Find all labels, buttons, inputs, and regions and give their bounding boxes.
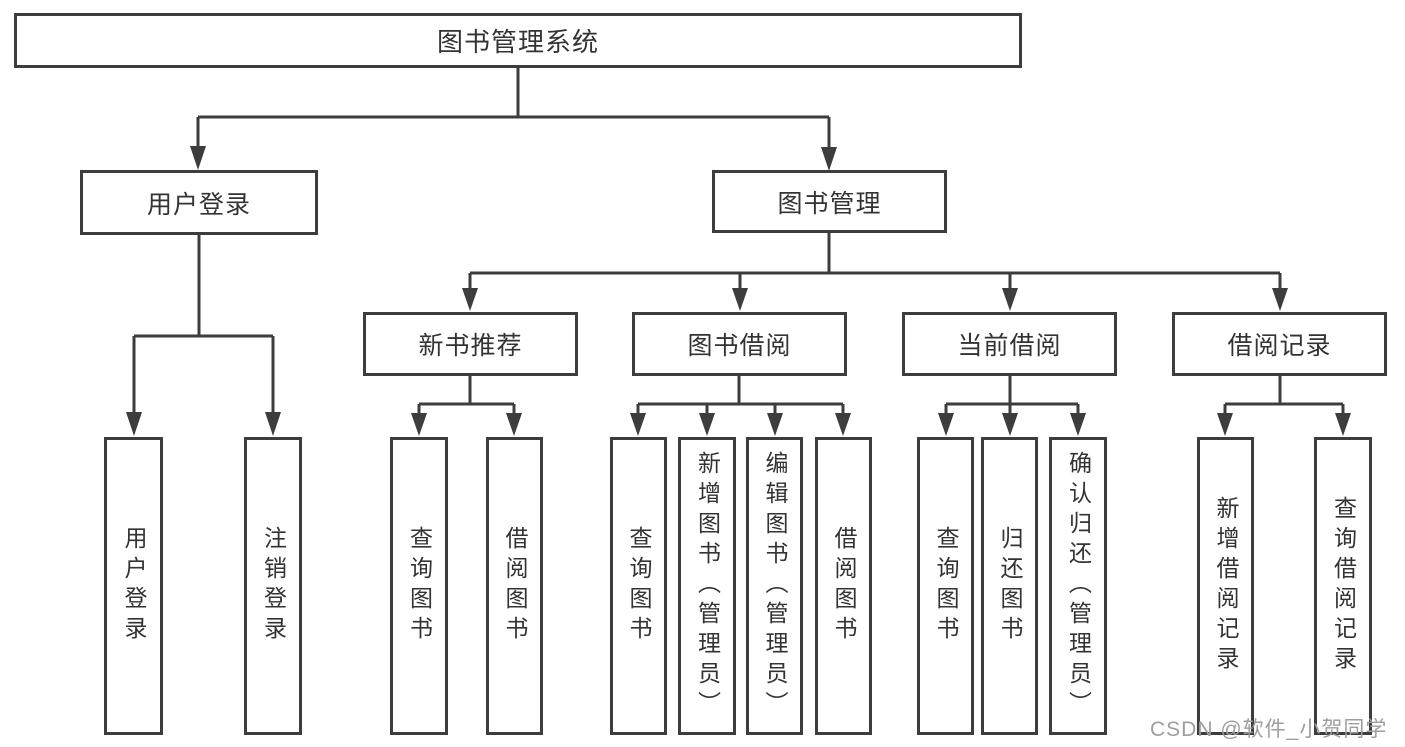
node-label: 新增借阅记录	[1213, 496, 1239, 676]
node-label: 新书推荐	[418, 332, 523, 360]
node-label: 编辑图书（管理员）	[762, 451, 788, 721]
node-label: 图书管理	[777, 189, 882, 218]
node-user-login: 用户登录	[80, 170, 318, 235]
node-root-library-management-system: 图书管理系统	[14, 13, 1022, 68]
node-label: 查询图书	[406, 526, 433, 646]
node-label: 查询图书	[626, 526, 652, 646]
connector-book-management-to-level3	[462, 233, 1288, 311]
node-label: 借阅记录	[1227, 332, 1332, 360]
node-label: 借阅图书	[831, 526, 857, 646]
connector-new-book-recommend-branch	[411, 376, 522, 436]
leaf-add-books-admin: 新增图书（管理员）	[678, 437, 736, 735]
leaf-borrow-books-recommend: 借阅图书	[486, 437, 543, 735]
node-label: 查询图书	[933, 526, 959, 646]
leaf-return-books: 归还图书	[981, 437, 1038, 735]
node-label: 用户登录	[121, 526, 147, 646]
node-label: 新增图书（管理员）	[694, 451, 721, 721]
node-book-borrow: 图书借阅	[632, 312, 847, 376]
leaf-confirm-return-admin: 确认归还（管理员）	[1049, 437, 1107, 735]
leaf-user-login: 用户登录	[104, 437, 163, 735]
leaf-query-books-recommend: 查询图书	[390, 437, 448, 735]
leaf-query-books-borrow: 查询图书	[610, 437, 667, 735]
node-book-management: 图书管理	[712, 170, 947, 233]
node-borrow-records: 借阅记录	[1172, 312, 1387, 376]
node-label: 确认归还（管理员）	[1065, 451, 1092, 721]
leaf-query-borrow-record: 查询借阅记录	[1314, 437, 1372, 735]
node-label: 用户登录	[146, 190, 251, 219]
node-label: 归还图书	[997, 526, 1023, 646]
connector-current-borrow-branch	[938, 376, 1086, 436]
connector-borrow-records-branch	[1217, 376, 1351, 436]
leaf-query-books-current: 查询图书	[917, 437, 974, 735]
leaf-borrow-books: 借阅图书	[815, 437, 872, 735]
connector-book-borrow-branch	[630, 376, 851, 436]
node-label: 查询借阅记录	[1330, 496, 1357, 676]
node-label: 借阅图书	[502, 526, 528, 646]
node-label: 注销登录	[260, 526, 287, 646]
leaf-logout: 注销登录	[244, 437, 302, 735]
leaf-edit-books-admin: 编辑图书（管理员）	[746, 437, 803, 735]
connector-root-to-level2	[190, 68, 837, 171]
node-label: 图书借阅	[687, 332, 792, 360]
csdn-watermark: CSDN @软件_小贺同学	[1150, 718, 1388, 741]
node-current-borrow: 当前借阅	[902, 312, 1117, 376]
node-label: 当前借阅	[957, 332, 1062, 360]
leaf-add-borrow-record: 新增借阅记录	[1197, 437, 1254, 735]
connector-user-login-branch	[126, 235, 281, 436]
node-new-book-recommend: 新书推荐	[363, 312, 578, 376]
node-label: 图书管理系统	[436, 27, 599, 57]
